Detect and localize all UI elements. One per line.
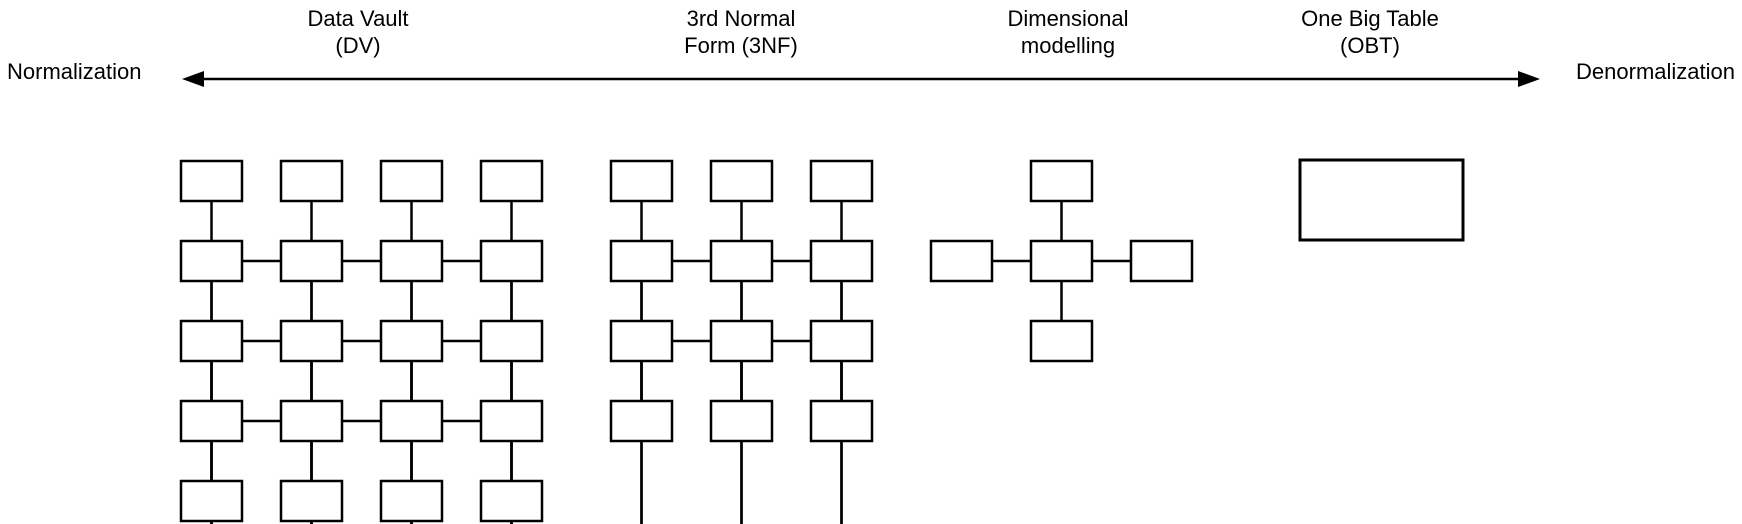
table-box <box>479 399 544 443</box>
table-box <box>179 159 244 203</box>
dimension-table-box <box>1029 319 1094 363</box>
method-title-line2: (OBT) <box>1340 33 1400 58</box>
table-box <box>279 479 344 523</box>
table-box <box>709 399 774 443</box>
table-box <box>279 319 344 363</box>
dimension-table-box <box>1129 239 1194 283</box>
table-box <box>809 159 874 203</box>
table-box <box>279 159 344 203</box>
method-title-line1: Data Vault <box>307 6 409 31</box>
axis-right-label: Denormalization <box>1576 59 1735 84</box>
method-title-line1: Dimensional <box>1007 6 1129 31</box>
axis-left-label: Normalization <box>7 59 142 84</box>
method-title-line2: modelling <box>1020 33 1116 58</box>
table-box <box>609 319 674 363</box>
table-box <box>479 479 544 523</box>
method-title-data-vault: Data Vault(DV) <box>307 5 408 59</box>
table-box <box>279 239 344 283</box>
method-title-line1: 3rd Normal <box>686 6 796 31</box>
table-box <box>809 399 874 443</box>
table-box <box>379 479 444 523</box>
table-box <box>609 159 674 203</box>
table-box <box>709 239 774 283</box>
method-title-line1: One Big Table <box>1301 6 1439 31</box>
table-box <box>379 319 444 363</box>
method-title-one-big-table: One Big Table(OBT) <box>1301 5 1439 59</box>
table-box <box>809 239 874 283</box>
table-box <box>709 159 774 203</box>
table-box <box>279 399 344 443</box>
table-box <box>479 159 544 203</box>
dimension-table-box <box>929 239 994 283</box>
method-title-line2: Form (3NF) <box>684 33 798 58</box>
table-box <box>479 319 544 363</box>
table-box <box>179 239 244 283</box>
table-box <box>479 239 544 283</box>
dimension-table-box <box>1029 159 1094 203</box>
table-box <box>379 399 444 443</box>
method-title-line2: (DV) <box>335 33 381 58</box>
table-box <box>179 479 244 523</box>
table-box <box>809 319 874 363</box>
table-box <box>609 399 674 443</box>
table-box <box>379 159 444 203</box>
fact-table-box <box>1029 239 1094 283</box>
arrowhead-right-icon <box>1518 71 1540 87</box>
table-box <box>179 399 244 443</box>
table-box <box>709 319 774 363</box>
arrowhead-left-icon <box>182 71 204 87</box>
table-box <box>179 319 244 363</box>
one-big-table-box <box>1298 158 1465 242</box>
table-box <box>379 239 444 283</box>
table-box <box>609 239 674 283</box>
